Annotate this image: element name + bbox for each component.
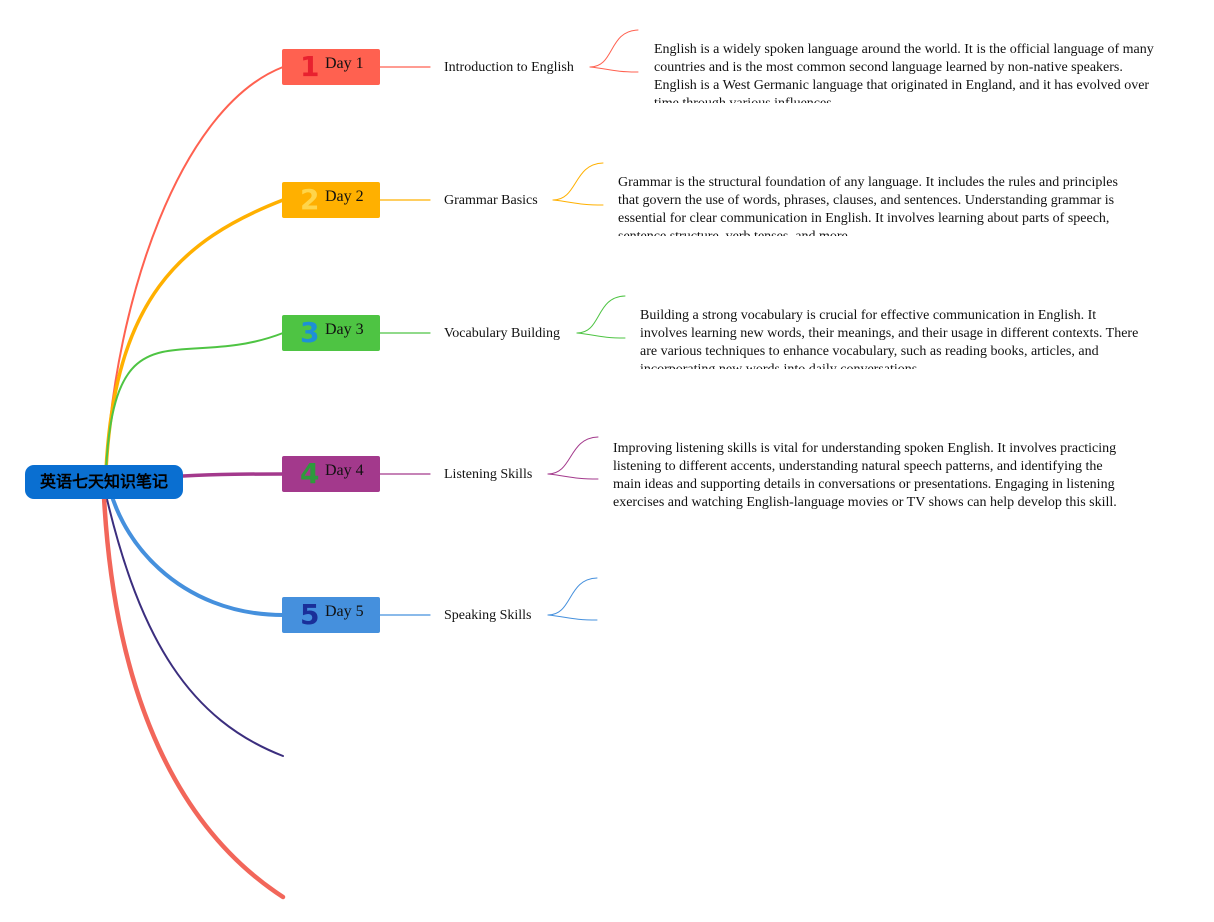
branch-line-6: [105, 494, 284, 757]
day-node-2[interactable]: 2 Day 2: [282, 182, 380, 218]
day-node-3[interactable]: 3 Day 3: [282, 315, 380, 351]
branch-line-3: [105, 332, 284, 471]
day-number-1: 1: [300, 50, 320, 83]
topic-3[interactable]: Vocabulary Building: [444, 326, 561, 341]
branch-line-4: [181, 472, 285, 478]
day-label-3: Day 3: [325, 321, 364, 338]
description-3: Building a strong vocabulary is crucial …: [640, 308, 1139, 369]
bracket-top-2: [552, 162, 604, 201]
day-number-2: 2: [300, 183, 320, 216]
day-label-5: Day 5: [325, 603, 364, 620]
topic-4[interactable]: Listening Skills: [444, 467, 533, 482]
day-number-3: 3: [300, 316, 320, 349]
root-title: 英语七天知识笔记: [39, 472, 168, 491]
topic-1[interactable]: Introduction to English: [444, 60, 574, 75]
day-label-2: Day 2: [325, 188, 364, 205]
bracket-bottom-1: [589, 66, 639, 73]
bracket-bottom-3: [576, 332, 626, 339]
topic-5[interactable]: Speaking Skills: [444, 608, 532, 623]
bracket-top-1: [589, 29, 639, 68]
branch-line-1: [105, 66, 284, 471]
branch-line-7: [101, 494, 286, 900]
day-node-1[interactable]: 1 Day 1: [282, 49, 380, 85]
root-node[interactable]: 英语七天知识笔记: [25, 465, 183, 499]
day-node-5[interactable]: 5 Day 5: [282, 597, 380, 633]
bracket-bottom-2: [552, 199, 604, 206]
day-node-4[interactable]: 4 Day 4: [282, 456, 380, 492]
day-label-1: Day 1: [325, 55, 364, 72]
description-2: Grammar is the structural foundation of …: [618, 175, 1118, 236]
description-4: Improving listening skills is vital for …: [613, 441, 1117, 510]
bracket-bottom-4: [547, 473, 599, 480]
bracket-bottom-5: [547, 614, 598, 621]
bracket-top-5: [547, 577, 598, 616]
bracket-top-4: [547, 436, 599, 475]
description-5: [620, 590, 1126, 630]
day-label-4: Day 4: [325, 462, 364, 479]
day-number-5: 5: [300, 598, 320, 631]
branch-line-2: [104, 198, 285, 472]
day-number-4: 4: [300, 457, 320, 490]
bracket-top-3: [576, 295, 626, 334]
topic-2[interactable]: Grammar Basics: [444, 193, 538, 208]
description-1: English is a widely spoken language arou…: [654, 42, 1154, 103]
